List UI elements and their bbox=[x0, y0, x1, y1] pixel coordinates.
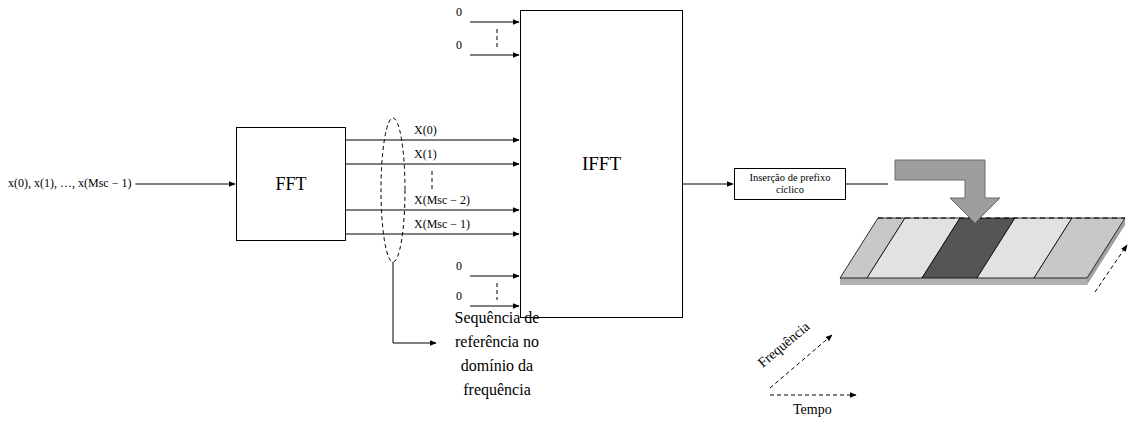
mapping-arrow bbox=[895, 160, 1000, 223]
zero-input: 0 bbox=[456, 6, 462, 20]
connector bbox=[346, 210, 519, 211]
node-text: FFT bbox=[275, 174, 306, 195]
axis-label: Tempo bbox=[793, 402, 832, 418]
subcarrier-label: X(Msc − 2) bbox=[412, 194, 472, 208]
zero-input: 0 bbox=[456, 290, 462, 304]
connector bbox=[683, 184, 733, 185]
output-line bbox=[846, 184, 888, 185]
zero-input: 0 bbox=[456, 39, 462, 53]
subcarrier-label: X(1) bbox=[412, 148, 439, 162]
subcarrier-label: X(Msc − 1) bbox=[412, 218, 472, 232]
connector bbox=[346, 164, 519, 165]
connector bbox=[346, 234, 519, 235]
input-sequence: x(0), x(1), …, x(Msc − 1) bbox=[8, 177, 131, 191]
cyclic-prefix-box: Inserção de prefixo cíclico bbox=[734, 168, 846, 200]
axis-label: Frequência bbox=[755, 319, 813, 371]
connector bbox=[346, 140, 519, 141]
node-text: IFFT bbox=[582, 153, 621, 175]
reference-note: Sequência de referência no domínio da fr… bbox=[442, 306, 552, 402]
input-line bbox=[135, 184, 235, 185]
fft-box: FFT bbox=[236, 127, 346, 241]
resource-grid bbox=[840, 218, 1127, 292]
zero-input: 0 bbox=[456, 260, 462, 274]
node-text: Inserção de prefixo cíclico bbox=[739, 172, 841, 196]
subcarrier-label: X(0) bbox=[412, 124, 439, 138]
ifft-box: IFFT bbox=[520, 10, 683, 318]
